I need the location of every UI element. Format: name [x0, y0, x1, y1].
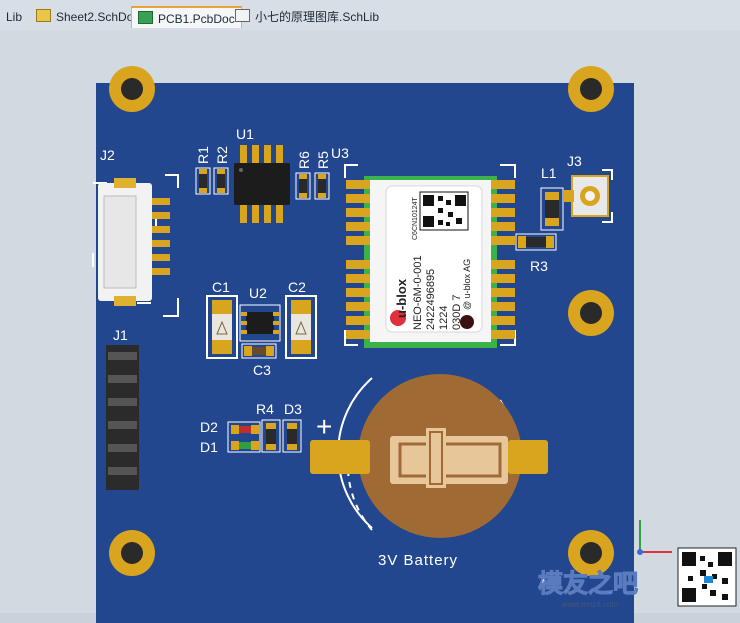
pcb-board	[96, 83, 634, 623]
module-qr-code	[419, 191, 469, 231]
tab-schlib[interactable]: 小七的原理图库.SchLib	[229, 6, 385, 28]
resistors-r1-r2	[195, 167, 229, 195]
tab-pcb1-pcbdoc[interactable]: PCB1.PcbDoc	[131, 6, 242, 28]
schlib-doc-icon	[235, 9, 250, 22]
module-serial: 2422496895	[425, 269, 437, 330]
ublox-logo-icon	[390, 310, 406, 326]
schematic-doc-icon	[36, 9, 51, 22]
mounting-hole-mid-right	[568, 290, 614, 336]
capacitor-c1	[206, 295, 238, 359]
label-c3: C3	[253, 362, 271, 378]
capacitor-c2	[285, 295, 317, 359]
module-part-number: NEO-6M-0-001	[412, 255, 424, 330]
battery-holder	[310, 374, 548, 538]
label-d2: D2	[200, 419, 218, 435]
led-d3	[282, 419, 302, 453]
ic-u1	[234, 145, 290, 223]
tab-sheet2-schdoc[interactable]: Sheet2.SchDoc	[30, 6, 145, 28]
label-u2: U2	[249, 285, 267, 301]
label-r1: R1	[195, 146, 211, 164]
battery-label: 3V Battery	[378, 552, 458, 569]
mounting-hole-top-right	[568, 66, 614, 112]
battery-plus-sign: +	[316, 411, 332, 442]
label-u3: U3	[331, 145, 349, 161]
mounting-hole-bottom-left	[109, 530, 155, 576]
label-j2: J2	[100, 147, 115, 163]
document-tab-bar: Lib Sheet2.SchDoc PCB1.PcbDoc 小七的原理图库.Sc…	[0, 0, 740, 31]
label-r2: R2	[214, 146, 230, 164]
inductor-l1	[540, 187, 564, 231]
pcb-artwork: J2 J1 J3 U1 U2 U3 R3 R4 C1 C2 C3 D2 D1 D…	[92, 66, 737, 609]
connector-j2	[92, 174, 179, 317]
label-l1: L1	[541, 165, 557, 181]
resistors-r5-r6	[295, 172, 330, 200]
view-axis-gizmo	[637, 520, 672, 555]
watermark-qr-icon	[682, 552, 732, 602]
pcb-doc-icon	[138, 11, 153, 24]
module-lot-code: 030D 7	[451, 295, 463, 330]
label-c2: C2	[288, 279, 306, 295]
watermark: 模友之吧 www.moz8.com	[538, 547, 737, 609]
mounting-hole-top-left	[109, 66, 155, 112]
module-manufacturer: @ u-blox AG	[462, 259, 472, 310]
resistor-r4	[261, 419, 281, 453]
leds-d1-d2	[227, 421, 261, 453]
watermark-url: www.moz8.com	[561, 600, 618, 609]
label-u1: U1	[236, 126, 254, 142]
antenna-connector-j3	[564, 169, 613, 223]
watermark-brand: 模友之吧	[538, 569, 638, 598]
module-marker-dot	[460, 315, 474, 329]
label-d3: D3	[284, 401, 302, 417]
pcb-3d-view[interactable]: J2 J1 J3 U1 U2 U3 R3 R4 C1 C2 C3 D2 D1 D…	[0, 30, 740, 623]
resistor-r3	[515, 233, 557, 251]
gps-module-u3	[344, 164, 516, 348]
label-j1: J1	[113, 327, 128, 343]
header-j1	[106, 345, 139, 490]
label-r3: R3	[530, 258, 548, 274]
label-r5: R5	[315, 151, 331, 169]
capacitor-c3	[241, 343, 277, 359]
label-r6: R6	[296, 151, 312, 169]
regulator-u2	[239, 304, 281, 342]
label-c1: C1	[212, 279, 230, 295]
mounting-hole-bottom-right	[568, 530, 614, 576]
label-r4: R4	[256, 401, 274, 417]
label-d1: D1	[200, 439, 218, 455]
module-date-code: 1224	[438, 306, 450, 330]
module-brand: u-blox	[394, 278, 409, 318]
module-qr-text: C6CN10124T	[412, 196, 419, 240]
tab-schlib-partial[interactable]: Lib	[6, 10, 23, 24]
label-j3: J3	[567, 153, 582, 169]
